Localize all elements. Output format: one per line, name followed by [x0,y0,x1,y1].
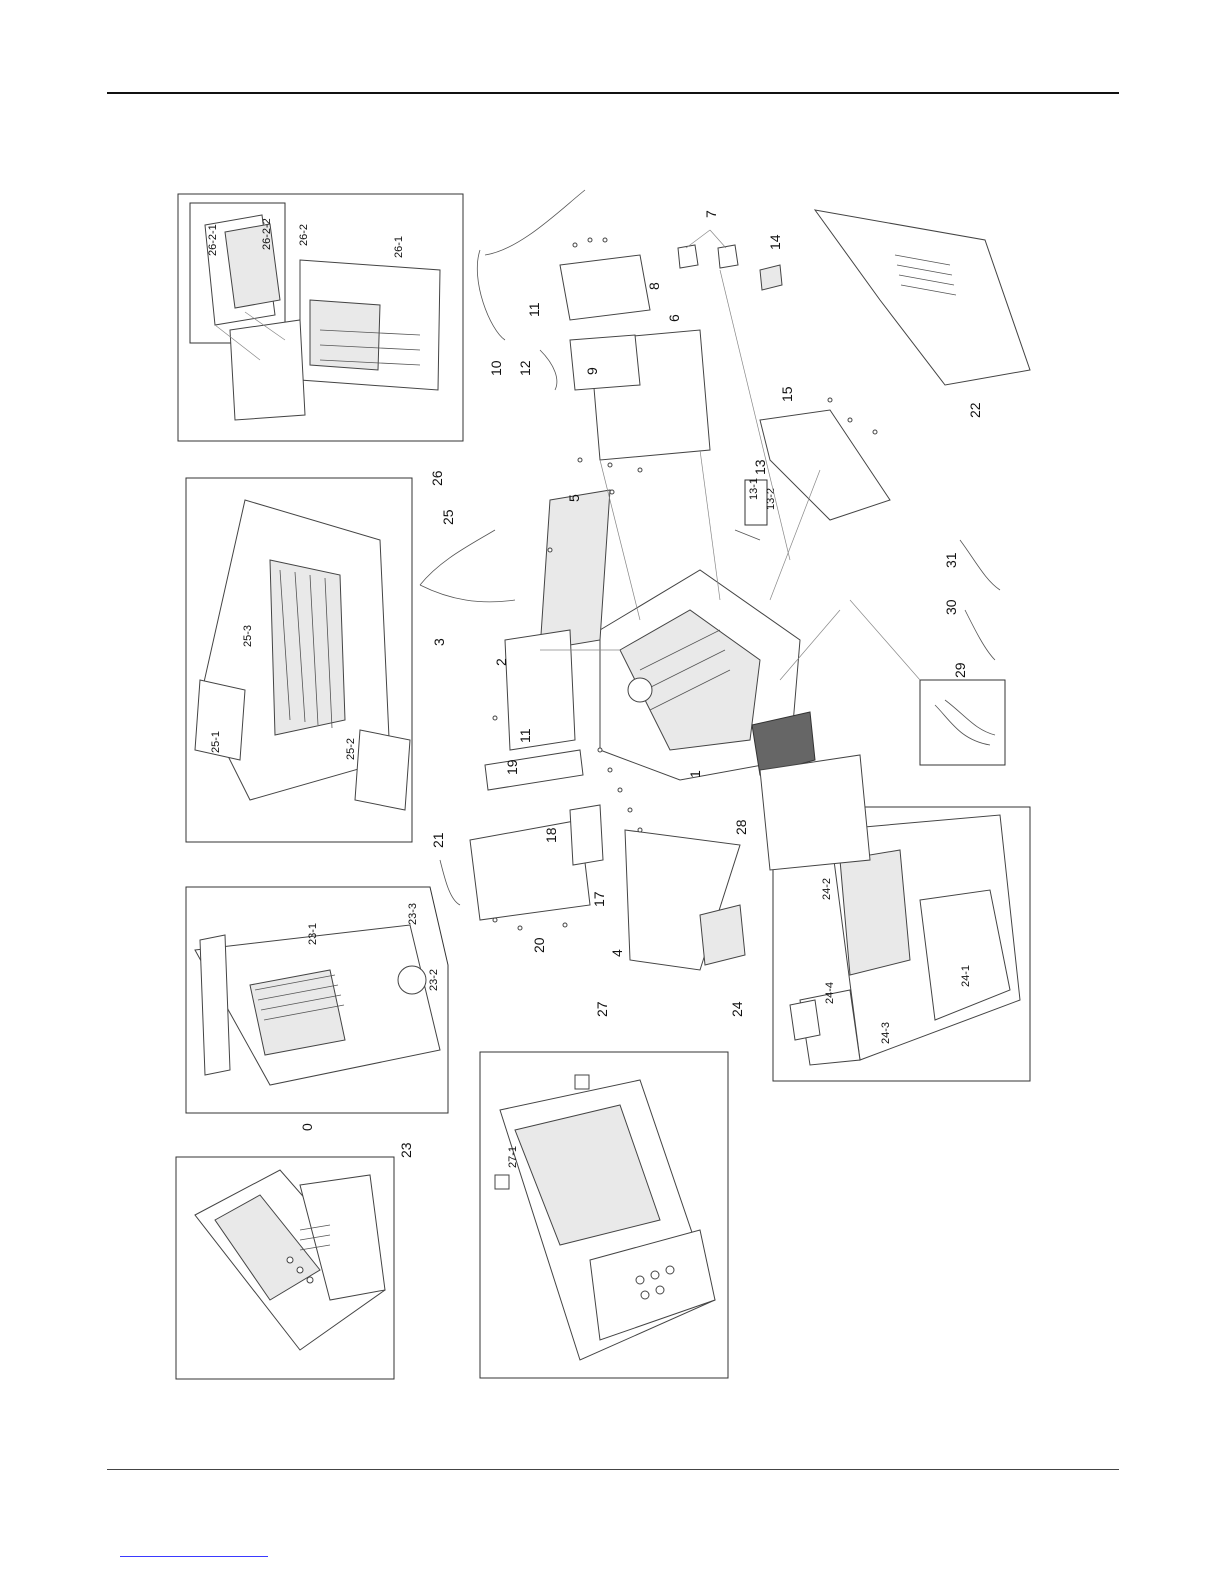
label-24-3: 24-3 [880,1022,892,1044]
label-26-2-1: 26-2-1 [207,224,219,256]
label-29: 29 [952,662,968,678]
part-15-plate [760,410,890,520]
part-17-18-brackets [570,805,603,865]
label-12: 12 [517,360,533,376]
part-7-clips [678,230,738,268]
label-15: 15 [779,386,795,402]
label-27-1: 27-1 [507,1146,519,1168]
label-24-4: 24-4 [824,982,836,1004]
part-28-tray [752,712,870,870]
label-26-2: 26-2 [298,224,310,246]
label-23: 23 [398,1142,414,1158]
label-4: 4 [609,949,625,957]
label-30: 30 [943,599,959,615]
inset-29-cables [920,680,1005,765]
label-19: 19 [504,759,520,775]
label-23-3: 23-3 [407,903,419,925]
part-14-small [760,265,782,290]
label-6: 6 [666,314,682,322]
label-22: 22 [967,402,983,418]
label-26-2-2: 26-2-2 [261,218,273,250]
label-7: 7 [703,210,719,218]
label-1: 1 [687,770,703,778]
label-2: 2 [493,658,509,666]
inset-26-scanner-unit [178,194,463,441]
label-5: 5 [566,494,582,502]
label-24-2: 24-2 [821,878,833,900]
label-13-1: 13-1 [748,478,760,500]
label-27: 27 [594,1001,610,1017]
label-21: 21 [430,832,446,848]
part-22-side-cover [815,210,1030,385]
label-3: 3 [431,638,447,646]
label-24-1: 24-1 [960,965,972,987]
label-11-top: 11 [526,302,542,317]
label-0: 0 [299,1123,315,1131]
label-8: 8 [646,282,662,290]
part-8-board [560,255,650,320]
label-28: 28 [733,819,749,835]
inset-25-adf-unit [186,478,412,842]
label-18: 18 [543,827,559,843]
label-11-mid: 11 [517,728,533,743]
part-2-unit [505,630,575,750]
part-4-toner-cartridge [625,830,745,970]
inset-0-assembled-machine [176,1157,394,1379]
label-17: 17 [591,891,607,907]
label-25-3: 25-3 [242,625,254,647]
label-26-1: 26-1 [393,236,405,258]
label-24: 24 [729,1001,745,1017]
part-5-fuser [540,490,610,650]
label-14: 14 [767,234,783,250]
label-26: 26 [429,470,445,486]
label-25: 25 [440,509,456,525]
label-20: 20 [531,937,547,953]
label-10: 10 [488,360,504,376]
inset-27-scanner-assembly [480,1052,728,1378]
label-9: 9 [584,367,600,375]
label-25-2: 25-2 [345,738,357,760]
part-19-bracket [485,750,583,790]
part-6-9-bracket [570,330,710,460]
label-13: 13 [752,459,768,475]
label-23-1: 23-1 [307,923,319,945]
label-23-2: 23-2 [428,969,440,991]
label-25-1: 25-1 [210,731,222,753]
label-31: 31 [943,552,959,568]
